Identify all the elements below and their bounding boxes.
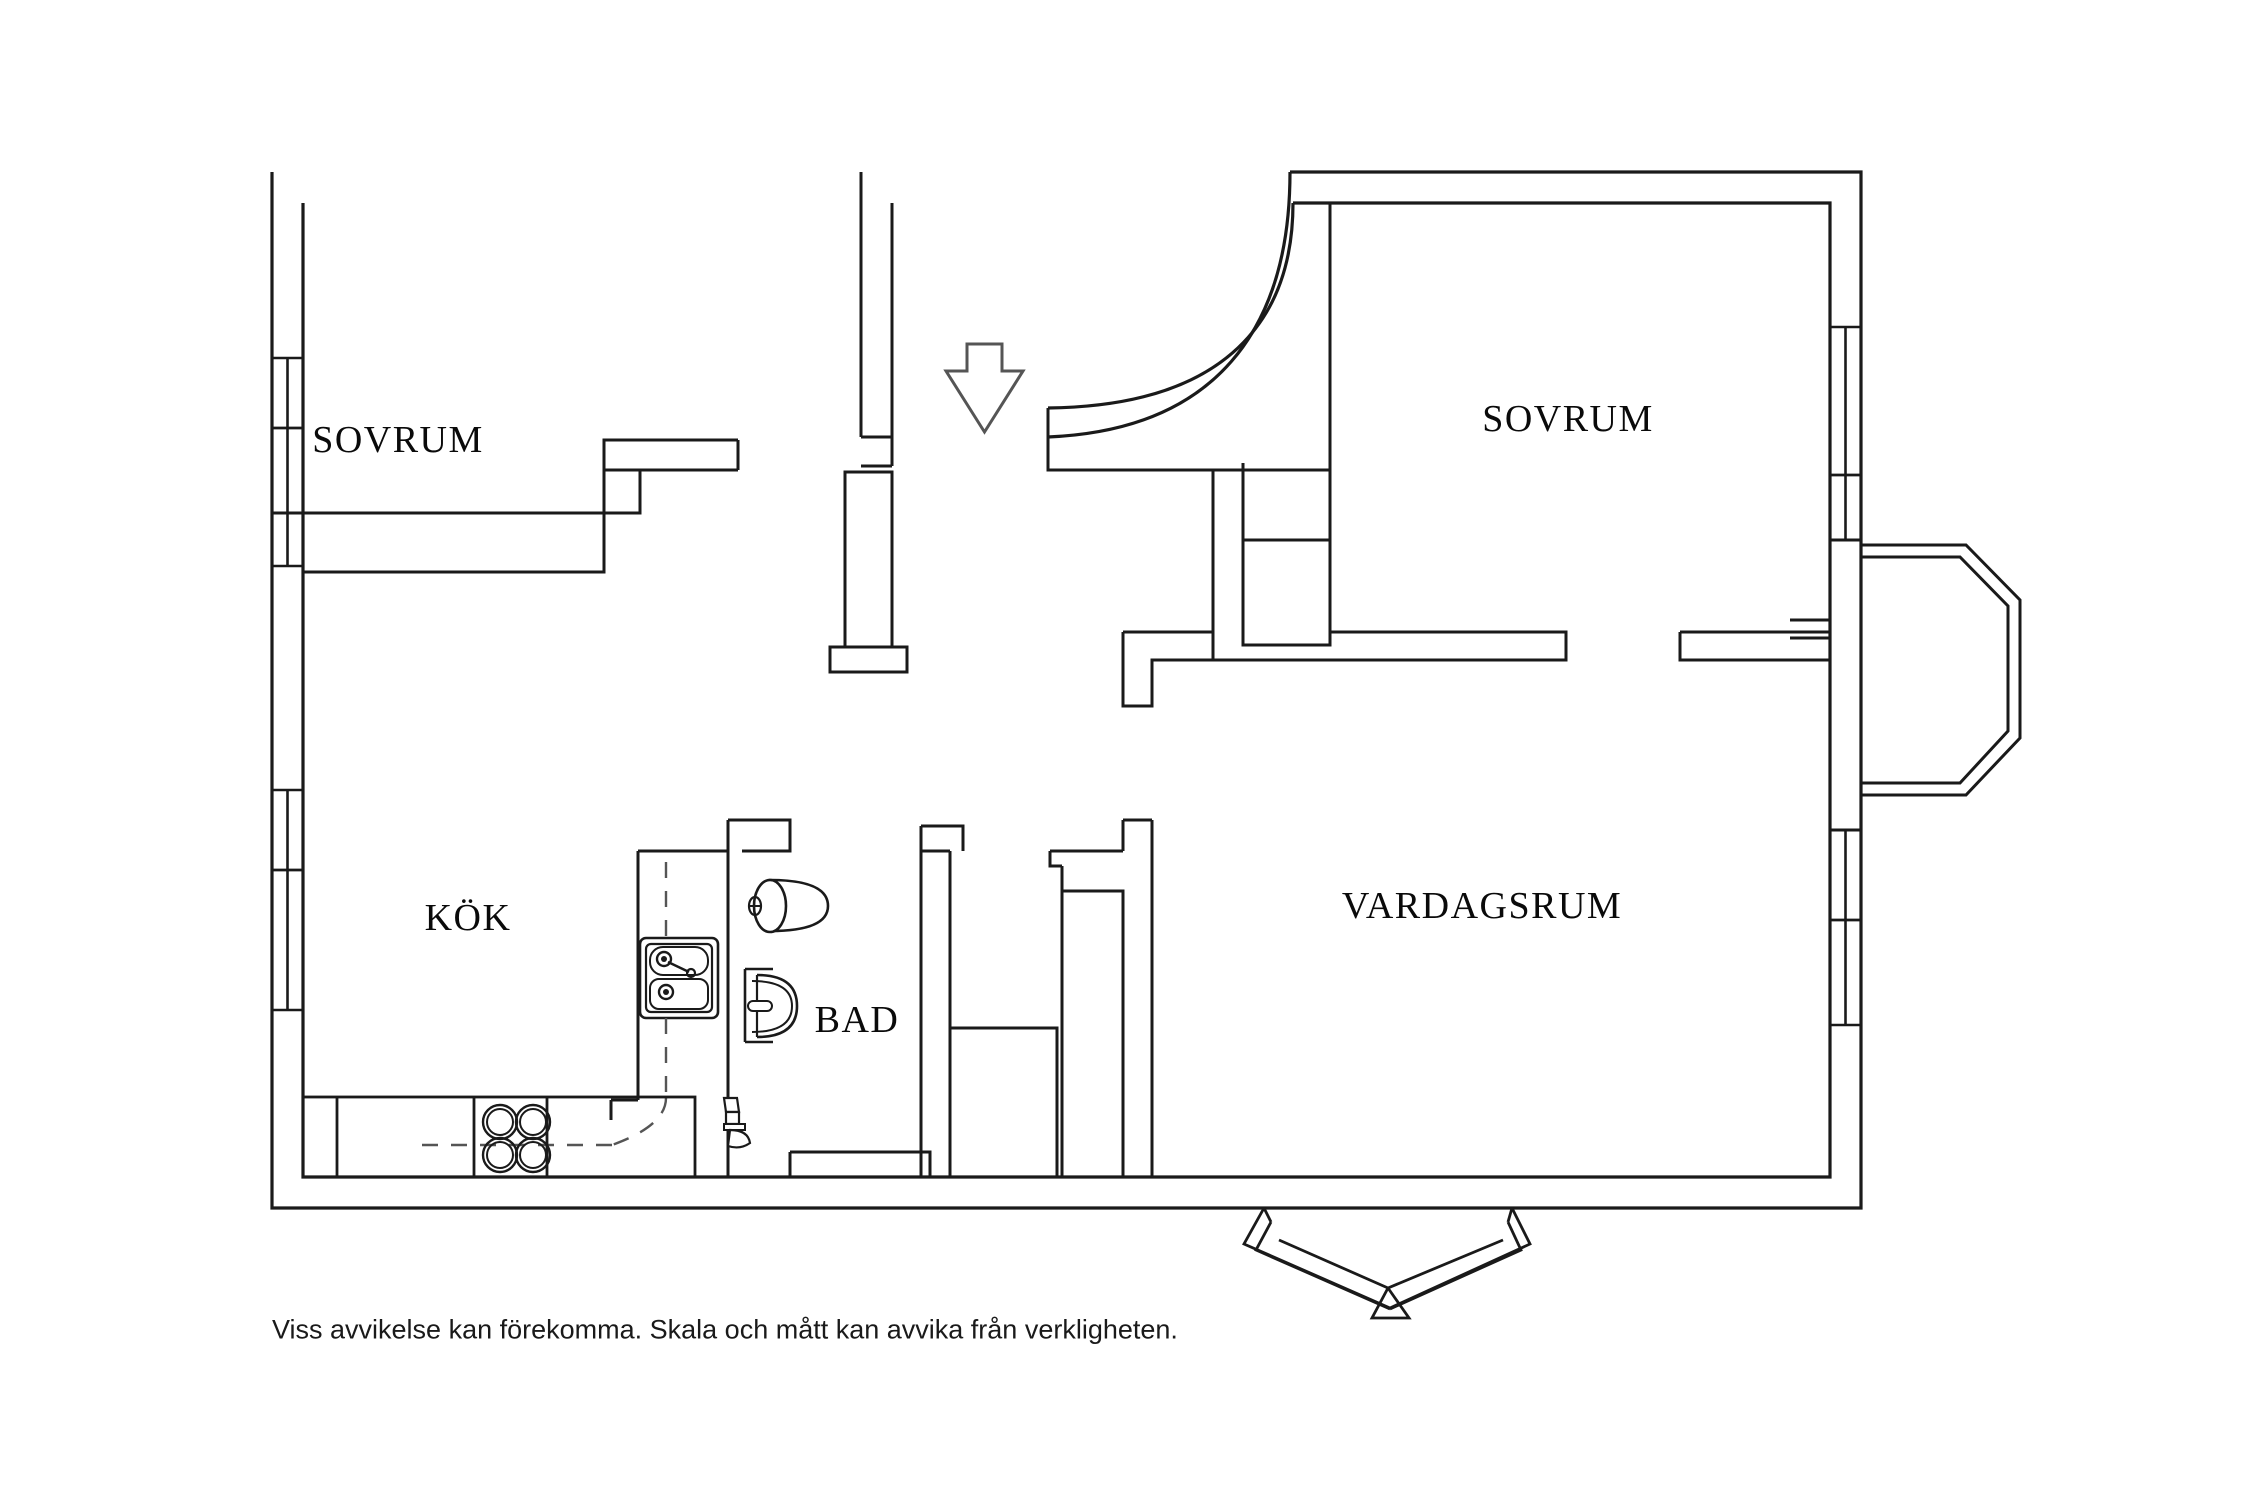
wall-mid-right (1048, 820, 1125, 1177)
wall-hall-lower-left (1121, 630, 1330, 708)
disclaimer-text: Viss avvikelse kan förekomma. Skala och … (272, 1314, 1178, 1345)
shower-mixer-icon (722, 1096, 752, 1149)
wall-hall-right (1046, 408, 1245, 662)
toilet-icon (747, 878, 830, 934)
wall-bath-top (728, 818, 792, 853)
window-right-living-lower (1830, 918, 1861, 1027)
wall-mid-left (919, 824, 965, 1177)
counter-icon (301, 1095, 697, 1179)
bay-window-jamb-bottom (1790, 636, 1861, 832)
closet-left-bedroom (602, 468, 738, 513)
room-label-living-room: VARDAGSRUM (1341, 885, 1623, 927)
outer-walls (270, 170, 1863, 1210)
room-label-bedroom-right: SOVRUM (1482, 398, 1654, 440)
washbasin-icon (743, 967, 799, 1044)
room-label-bedroom-left: SOVRUM (312, 419, 484, 461)
wall-left-bedroom-right (859, 172, 894, 468)
wall-right-bedroom-bottom (1330, 630, 1830, 662)
window-left-bedroom-upper (272, 356, 303, 430)
wall-stub-hall-left (828, 470, 909, 674)
door-threshold-bath (788, 1150, 932, 1177)
cooktop-icon (481, 1103, 552, 1174)
wardrobe-icon (1241, 468, 1332, 647)
wall-living-left (1123, 818, 1154, 1177)
bay-window-jamb-top (1790, 538, 1861, 622)
window-left-kitchen-upper (272, 788, 303, 872)
window-right-bedroom-lower (1830, 473, 1861, 542)
window-left-kitchen-lower (272, 868, 303, 1012)
room-label-kitchen: KÖK (424, 897, 512, 939)
entrance-arrow-icon (943, 342, 1026, 435)
bay-window-icon (1861, 543, 2022, 797)
room-label-bathroom: BAD (814, 999, 900, 1041)
window-right-bedroom-upper (1830, 325, 1861, 477)
closet-mid (950, 1026, 1059, 1177)
window-left-bedroom-lower (272, 426, 303, 568)
entrance-steps-icon (1242, 1207, 1532, 1320)
window-right-living-upper (1830, 828, 1861, 922)
kitchen-sink-icon (638, 936, 720, 1020)
